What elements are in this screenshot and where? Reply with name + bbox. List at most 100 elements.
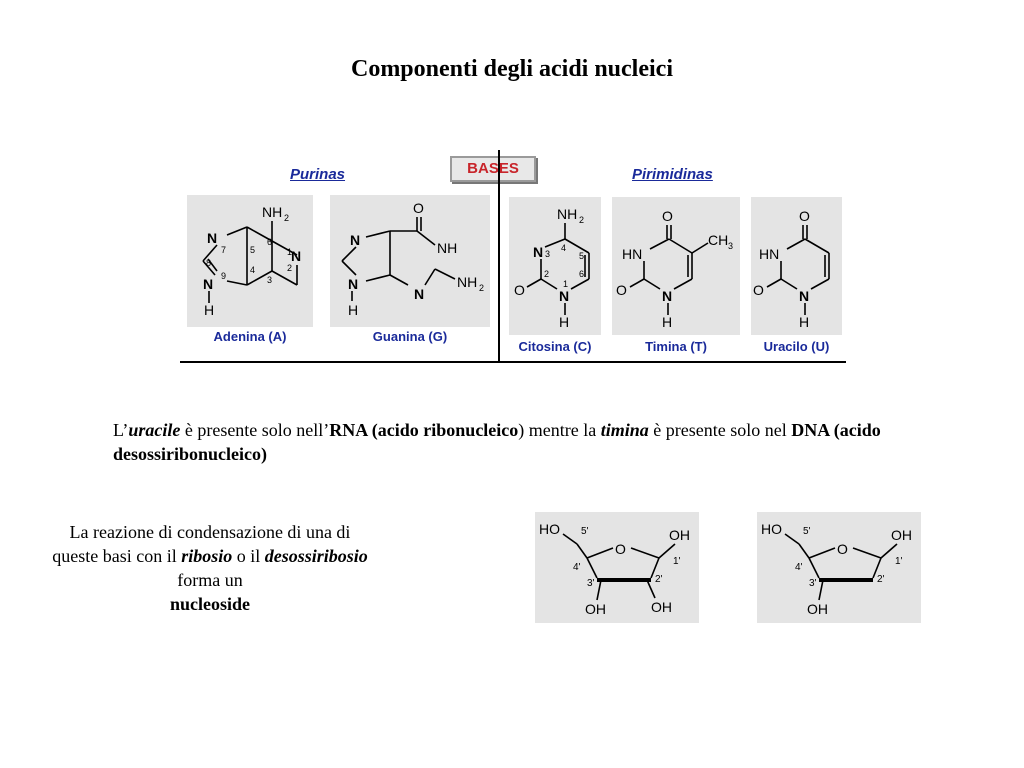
thymine-structure: O CH 3 HN N O H <box>612 197 740 335</box>
o-label: O <box>413 200 424 216</box>
bases-figure: Purinas BASES Pirimidinas NH 2 N N N H 6… <box>180 150 846 365</box>
ring-number: 4 <box>561 243 566 253</box>
ring-number: 9 <box>221 271 226 281</box>
sub-label: 2 <box>479 283 484 293</box>
ring-number: 3 <box>545 249 550 259</box>
uracile-term: uracile <box>128 420 181 440</box>
sub-label: 2 <box>579 215 584 225</box>
cytosine-caption: Citosina (C) <box>518 339 592 354</box>
uracil-thymine-note: L’uracile è presente solo nell’RNA (acid… <box>113 418 913 466</box>
ring-number: 1 <box>287 247 292 257</box>
carbon-number: 2' <box>877 574 885 585</box>
rna-term: RNA (acido ribonucleico <box>329 420 519 440</box>
uracil-structure: O HN N O H <box>751 197 842 335</box>
ring-number: 5 <box>579 251 584 261</box>
ch3-label: CH <box>708 232 728 248</box>
sub-label: 2 <box>284 213 289 223</box>
page-title: Componenti degli acidi nucleici <box>350 56 673 82</box>
guanine-structure: O NH N N N H NH 2 <box>330 195 490 327</box>
ring-number: 6 <box>579 269 584 279</box>
carbon-number: 2' <box>655 574 663 585</box>
sub-label: 3 <box>728 241 733 251</box>
ribose-structure: HO 5' O OH 4' 1' 3' 2' OH OH <box>535 512 699 623</box>
carbon-number: 3' <box>809 578 817 589</box>
divider-horizontal <box>180 361 846 363</box>
nh-label: NH <box>437 240 457 256</box>
oh-label: OH <box>651 599 672 615</box>
ho-label: HO <box>761 521 782 537</box>
h-label: H <box>559 314 569 330</box>
oh-label: OH <box>669 527 690 543</box>
o-label: O <box>616 282 627 298</box>
thymine-caption: Timina (T) <box>645 339 707 354</box>
carbon-number: 3' <box>587 578 595 589</box>
nh2-label: NH <box>457 274 477 290</box>
adenine-caption: Adenina (A) <box>213 329 287 344</box>
n-label: N <box>533 244 543 260</box>
purinas-link[interactable]: Purinas <box>290 166 346 183</box>
o-label: O <box>837 541 848 557</box>
n-label: N <box>207 230 217 246</box>
text-fragment: L’ <box>113 420 129 440</box>
timina-term: timina <box>600 420 649 440</box>
ring-number: 1 <box>563 279 568 289</box>
ho-label: HO <box>539 521 560 537</box>
ring-number: 4 <box>250 265 255 275</box>
ring-number: 2 <box>287 263 292 273</box>
divider-vertical <box>498 150 500 362</box>
oh-label: OH <box>807 601 828 617</box>
carbon-number: 1' <box>895 556 903 567</box>
text-fragment: mentre la <box>524 420 601 440</box>
ring-number: 7 <box>221 245 226 255</box>
nh2-label: NH <box>557 206 577 222</box>
n-label: N <box>350 232 360 248</box>
h-label: H <box>204 302 214 318</box>
cytosine-structure: NH 2 N N O H 3 4 5 6 1 2 <box>509 197 601 335</box>
ring-number: 6 <box>267 237 272 247</box>
h-label: H <box>662 314 672 330</box>
o-label: O <box>662 208 673 224</box>
n-label: N <box>414 286 424 302</box>
carbon-number: 1' <box>673 556 681 567</box>
oh-label: OH <box>585 601 606 617</box>
pirimidinas-link[interactable]: Pirimidinas <box>632 166 713 183</box>
text-fragment: o il <box>232 546 265 566</box>
h-label: H <box>799 314 809 330</box>
text-fragment: La reazione di condensazione di una di q… <box>52 522 351 566</box>
desossiribosio-term: desossiribosio <box>264 546 368 566</box>
o-label: O <box>615 541 626 557</box>
ribosio-term: ribosio <box>181 546 233 566</box>
guanine-caption: Guanina (G) <box>372 329 448 344</box>
n-label: N <box>662 288 672 304</box>
o-label: O <box>514 282 525 298</box>
nucleoside-term: nucleoside <box>169 594 250 614</box>
hn-label: HN <box>759 246 779 262</box>
deoxyribose-structure: HO 5' O OH 4' 1' 3' 2' OH <box>757 512 921 623</box>
uracil-caption: Uracilo (U) <box>763 339 830 354</box>
h-label: H <box>348 302 358 318</box>
hn-label: HN <box>622 246 642 262</box>
o-label: O <box>753 282 764 298</box>
dna-term: DNA (acido desossiribonucleico) <box>113 420 881 464</box>
ring-number: 8 <box>206 258 211 268</box>
text-fragment: ) <box>518 420 525 440</box>
n-label: N <box>291 248 301 264</box>
o-label: O <box>799 208 810 224</box>
ring-number: 3 <box>267 275 272 285</box>
n-label: N <box>348 276 358 292</box>
text-fragment: è presente solo nel <box>648 420 792 440</box>
oh-label: OH <box>891 527 912 543</box>
text-fragment: è presente solo nell’ <box>180 420 330 440</box>
carbon-number: 5' <box>581 526 589 537</box>
ring-number: 2 <box>544 269 549 279</box>
bases-button[interactable]: BASES <box>450 156 536 182</box>
n-label: N <box>203 276 213 292</box>
nh2-label: NH <box>262 204 282 220</box>
text-fragment: forma un <box>177 570 243 590</box>
nucleoside-note: La reazione di condensazione di una di q… <box>50 520 370 616</box>
n-label: N <box>799 288 809 304</box>
carbon-number: 4' <box>795 562 803 573</box>
adenine-structure: NH 2 N N N H 6 1 2 3 4 5 7 8 9 <box>187 195 313 327</box>
carbon-number: 4' <box>573 562 581 573</box>
carbon-number: 5' <box>803 526 811 537</box>
